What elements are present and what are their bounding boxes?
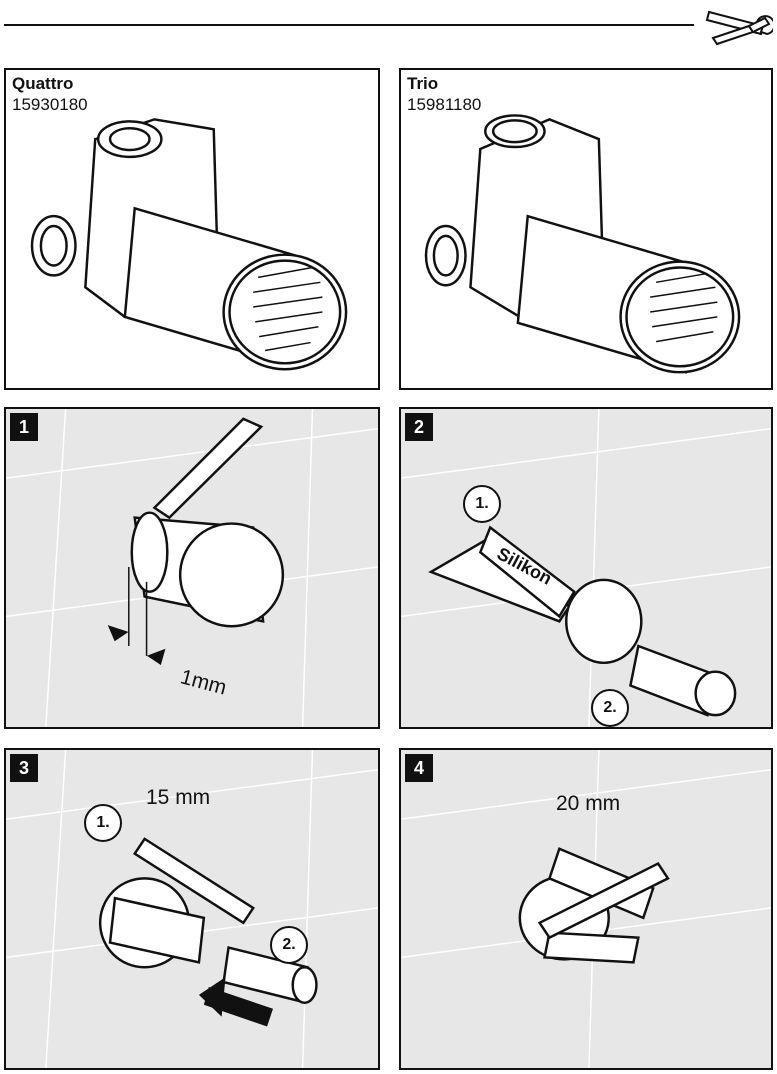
step-3-illustration — [6, 750, 378, 1068]
panel-step-1: 1 1mm — [4, 407, 380, 729]
quattro-valve-illustration — [30, 118, 348, 371]
step-1-illustration — [6, 409, 378, 727]
panel-step-3: 3 15 mm 1. 2. — [4, 748, 380, 1070]
product-name: Quattro — [12, 74, 74, 93]
cut-length-measurement: 15 mm — [146, 786, 211, 809]
substep-2-marker: 2. — [591, 689, 629, 727]
panel-step-2: 2 Silikon 1. 2. — [399, 407, 773, 729]
panel-trio: Trio 15981180 — [399, 68, 773, 390]
step-number: 4 — [405, 754, 433, 782]
substep-1-marker: 1. — [463, 485, 501, 523]
step-number: 1 — [10, 413, 38, 441]
header-rule — [4, 24, 694, 26]
panel-step-4: 4 20 mm — [399, 748, 773, 1070]
step-number: 3 — [10, 754, 38, 782]
product-name: Trio — [407, 74, 439, 93]
step-4-illustration — [401, 750, 771, 1068]
substep-1-marker: 1. — [84, 804, 122, 842]
product-code: 15981180 — [407, 95, 482, 114]
panel-quattro: Quattro 15930180 — [4, 68, 380, 390]
cut-length-measurement: 20 mm — [556, 792, 621, 815]
substep-2-marker: 2. — [270, 926, 308, 964]
step-2-illustration — [401, 409, 771, 727]
trio-valve-illustration — [424, 114, 741, 374]
product-code: 15930180 — [12, 95, 88, 114]
wrench-screwdriver-icon — [705, 10, 773, 46]
step-number: 2 — [405, 413, 433, 441]
